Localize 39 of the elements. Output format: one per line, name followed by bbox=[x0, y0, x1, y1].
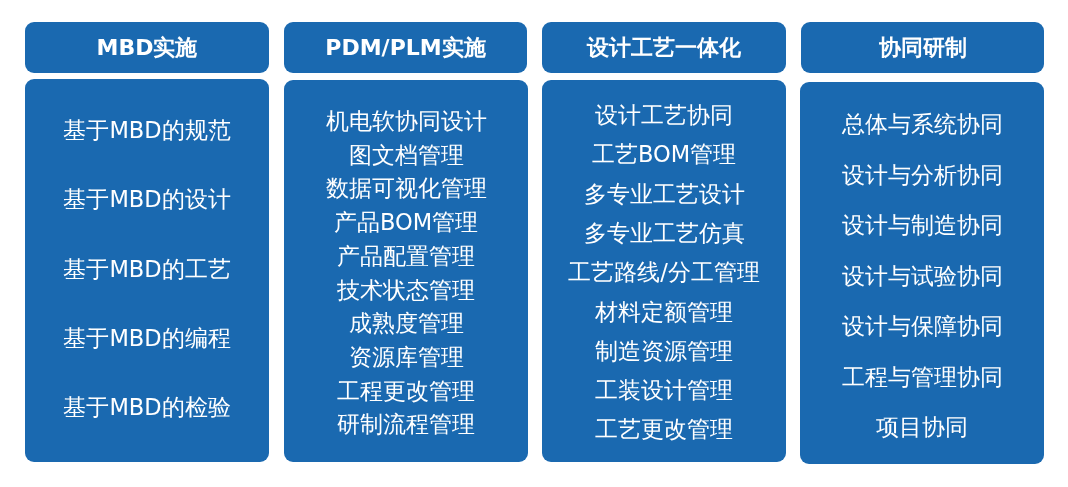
list-panel bbox=[284, 80, 528, 462]
list-panel bbox=[542, 80, 786, 462]
column-header: PDM/PLM实施 bbox=[284, 22, 527, 73]
list-item: 制造资源管理 bbox=[595, 338, 733, 365]
list-panel bbox=[25, 79, 269, 462]
list-item: 成熟度管理 bbox=[348, 311, 464, 338]
list-item: 技术状态管理 bbox=[337, 277, 475, 304]
list-item: 工艺更改管理 bbox=[595, 417, 733, 444]
list-item: 基于MBD的规范 bbox=[63, 118, 231, 144]
list-item: 多专业工艺仿真 bbox=[583, 220, 745, 247]
column-header: 协同研制 bbox=[801, 22, 1044, 73]
list-item: 工程更改管理 bbox=[337, 378, 475, 405]
list-item: 基于MBD的设计 bbox=[63, 187, 231, 214]
list-item: 项目协同 bbox=[876, 415, 968, 441]
list-item: 工艺BOM管理 bbox=[591, 142, 737, 169]
list-item: 资源库管理 bbox=[348, 344, 464, 371]
list-item: 工程与管理协同 bbox=[841, 364, 1003, 391]
list-item: 机电软协同设计 bbox=[325, 109, 487, 135]
list-item: 设计与制造协同 bbox=[841, 213, 1003, 239]
list-item: 总体与系统协同 bbox=[841, 112, 1003, 138]
list-panel bbox=[800, 82, 1044, 464]
list-item: 材料定额管理 bbox=[595, 299, 733, 326]
column-header: MBD实施 bbox=[25, 22, 269, 73]
list-item: 数据可视化管理 bbox=[325, 176, 487, 203]
list-item: 基于MBD的检验 bbox=[63, 395, 231, 422]
column-header: 设计工艺一体化 bbox=[542, 22, 786, 73]
list-item: 设计与试验协同 bbox=[841, 263, 1003, 290]
list-item: 基于MBD的编程 bbox=[63, 325, 231, 352]
list-item: 研制流程管理 bbox=[337, 412, 475, 439]
list-item: 设计与分析协同 bbox=[841, 162, 1003, 189]
list-item: 产品配置管理 bbox=[337, 243, 475, 270]
list-item: 基于MBD的工艺 bbox=[63, 256, 231, 283]
list-item: 产品BOM管理 bbox=[333, 210, 479, 237]
list-item: 多专业工艺设计 bbox=[583, 181, 745, 208]
list-item: 设计工艺协同 bbox=[595, 103, 733, 129]
list-item: 工艺路线/分工管理 bbox=[568, 260, 760, 287]
list-item: 图文档管理 bbox=[348, 142, 464, 169]
list-item: 设计与保障协同 bbox=[841, 314, 1003, 340]
list-item: 工装设计管理 bbox=[595, 378, 733, 405]
